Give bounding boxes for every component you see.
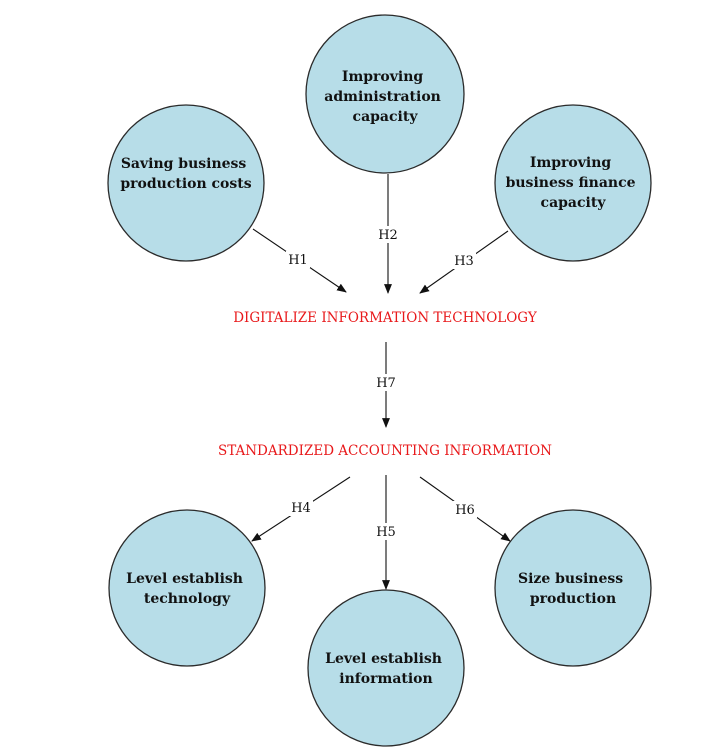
svg-text:Improving business finan: Improving business finance capacity [506, 155, 641, 211]
svg-text:Saving business producti: Saving business production costs [120, 156, 251, 192]
node-line: Size business [518, 571, 623, 587]
node-circle [107, 104, 265, 262]
node-size-business-production: Size business production [494, 509, 652, 667]
node-line: capacity [353, 109, 419, 125]
node-line: information [339, 671, 432, 687]
edge-label-h5: H5 [376, 525, 396, 540]
node-line: technology [144, 591, 231, 607]
concept-digitalize-information-technology: DIGITALIZE INFORMATION TECHNOLOGY [233, 310, 538, 326]
edge-label-h3: H3 [454, 254, 474, 269]
label-bg [453, 501, 477, 518]
label-bg [374, 374, 398, 391]
edge-label-h6: H6 [455, 503, 475, 518]
label-bg [374, 523, 398, 540]
label-bg [286, 251, 310, 268]
node-line: administration [324, 89, 441, 105]
concept-standardized-accounting-information: STANDARDIZED ACCOUNTING INFORMATION [218, 443, 552, 459]
edge-label-h7: H7 [376, 376, 396, 391]
label-bg [452, 252, 476, 269]
node-circle [108, 509, 266, 667]
edge-label-h1: H1 [288, 253, 308, 268]
node-circle [305, 14, 465, 174]
node-line: production costs [120, 176, 251, 192]
node-line: Improving [530, 155, 611, 171]
svg-text:Size business production: Size business production [518, 571, 628, 607]
label-bg [289, 499, 313, 516]
node-circle [307, 589, 465, 747]
node-line: Level establish [126, 571, 243, 587]
svg-text:Improving administration: Improving administration capacity [324, 69, 445, 125]
node-saving-business-production-costs: Saving business production costs [107, 104, 265, 262]
node-circle [494, 509, 652, 667]
node-line: capacity [541, 195, 607, 211]
edge-label-h2: H2 [378, 228, 398, 243]
node-line: Level establish [325, 651, 442, 667]
node-improving-business-finance-capacity: Improving business finance capacity [494, 104, 652, 262]
node-line: production [530, 591, 616, 607]
node-line: Saving business [121, 156, 247, 172]
label-bg [376, 226, 400, 243]
node-circle [494, 104, 652, 262]
node-line: Improving [342, 69, 423, 85]
edge-label-h4: H4 [291, 501, 311, 516]
node-line: business finance [506, 175, 636, 191]
svg-text:Level establish technolo: Level establish technology [126, 571, 248, 607]
svg-text:Level establish informat: Level establish information [325, 651, 447, 687]
node-level-establish-technology: Level establish technology [108, 509, 266, 667]
node-improving-administration-capacity: Improving administration capacity [305, 14, 465, 174]
node-level-establish-information: Level establish information [307, 589, 465, 747]
